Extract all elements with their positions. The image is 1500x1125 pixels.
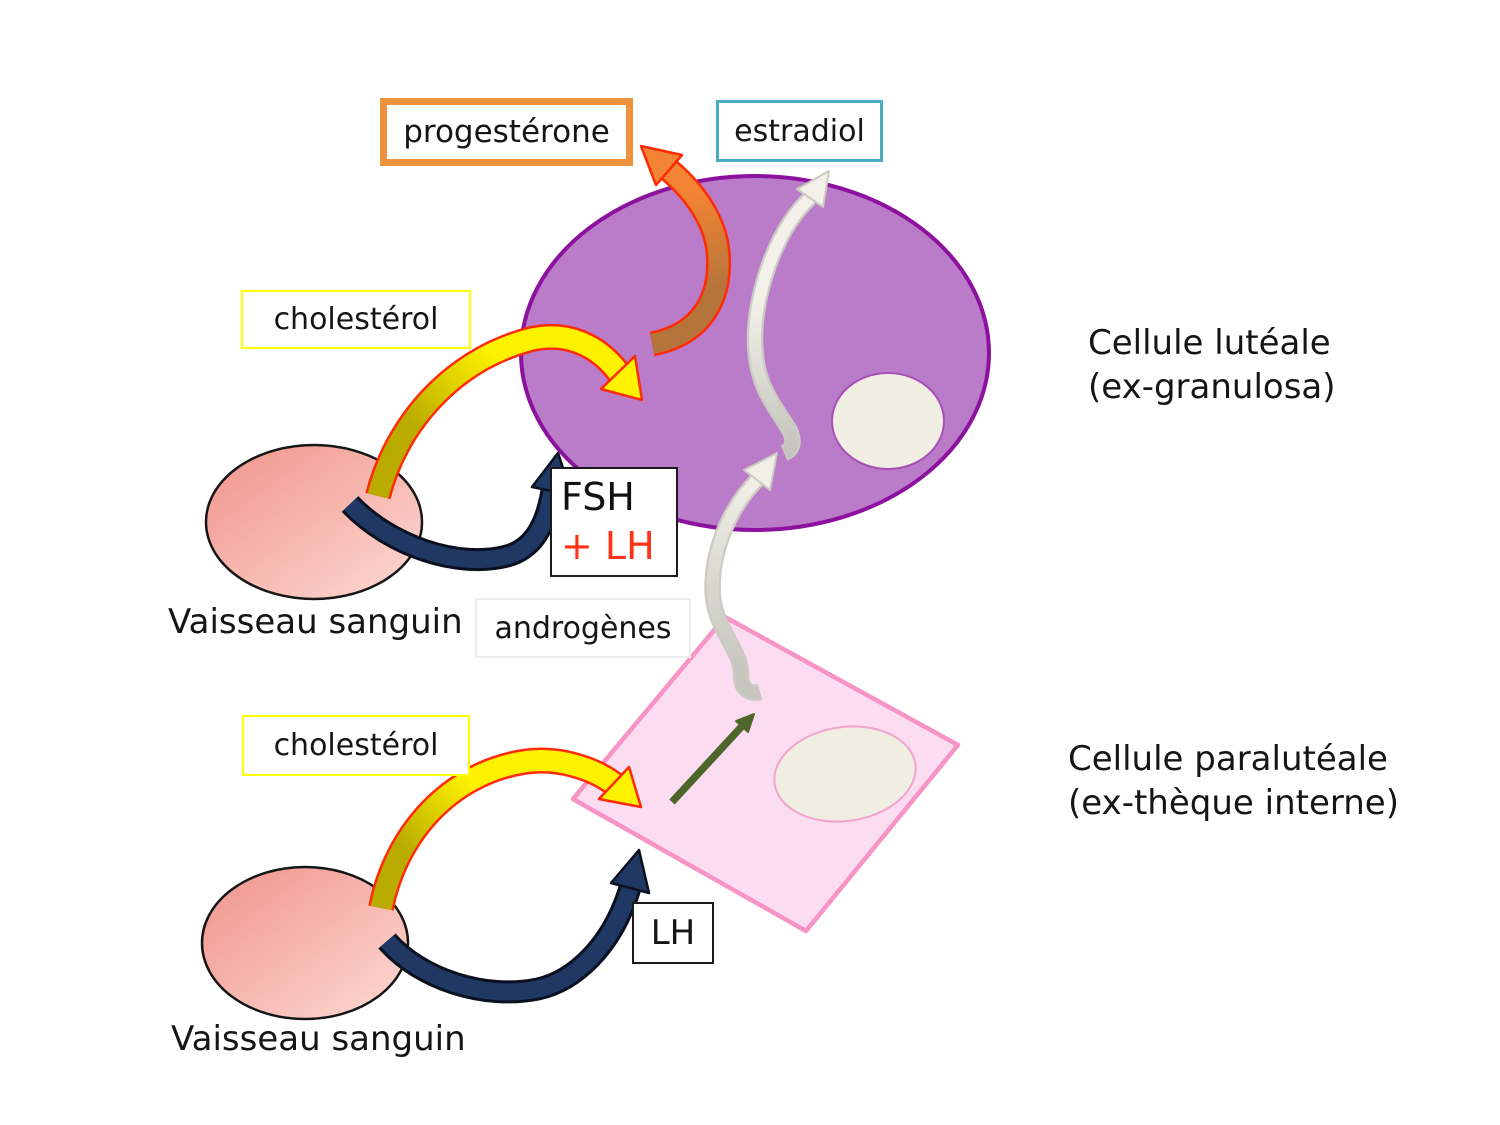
- lh-box: LH: [632, 902, 714, 964]
- fsh-lh-box: FSH + LH: [550, 467, 678, 577]
- androgens-label: androgènes: [494, 610, 672, 646]
- blood-vessel-top: [204, 443, 424, 601]
- blood-vessel-bottom: [200, 865, 410, 1021]
- cholesterol-label-2: cholestérol: [273, 728, 439, 763]
- luteal-cell-nucleus: [831, 372, 945, 470]
- blood-vessel-label-top: Vaisseau sanguin: [168, 602, 463, 642]
- cholesterol-label: cholestérol: [273, 302, 439, 337]
- progesterone-box: progestérone: [380, 98, 633, 166]
- androgens-box: androgènes: [475, 598, 691, 658]
- paraluteal-caption-line1: Cellule paralutéale: [1068, 739, 1388, 779]
- lh-label: LH: [650, 913, 696, 953]
- blood-vessel-label-bottom: Vaisseau sanguin: [171, 1019, 466, 1059]
- paraluteal-cell-nucleus: [773, 725, 917, 823]
- plus-lh-label: + LH: [561, 524, 655, 568]
- luteal-caption-line2: (ex-granulosa): [1088, 367, 1336, 408]
- luteal-caption-line1: Cellule lutéale: [1088, 323, 1331, 363]
- estradiol-label: estradiol: [734, 113, 865, 149]
- cholesterol-box-top: cholestérol: [241, 290, 471, 349]
- estradiol-box: estradiol: [716, 100, 883, 162]
- progesterone-label: progestérone: [403, 114, 610, 150]
- fsh-label: FSH: [561, 475, 635, 520]
- cholesterol-box-bottom: cholestérol: [242, 715, 470, 776]
- paraluteal-caption-line2: (ex-thèque interne): [1068, 783, 1399, 824]
- paraluteal-cell: [570, 614, 961, 934]
- luteal-cell-caption: Cellule lutéale (ex-granulosa): [1088, 321, 1336, 409]
- paraluteal-cell-caption: Cellule paralutéale (ex-thèque interne): [1068, 737, 1399, 825]
